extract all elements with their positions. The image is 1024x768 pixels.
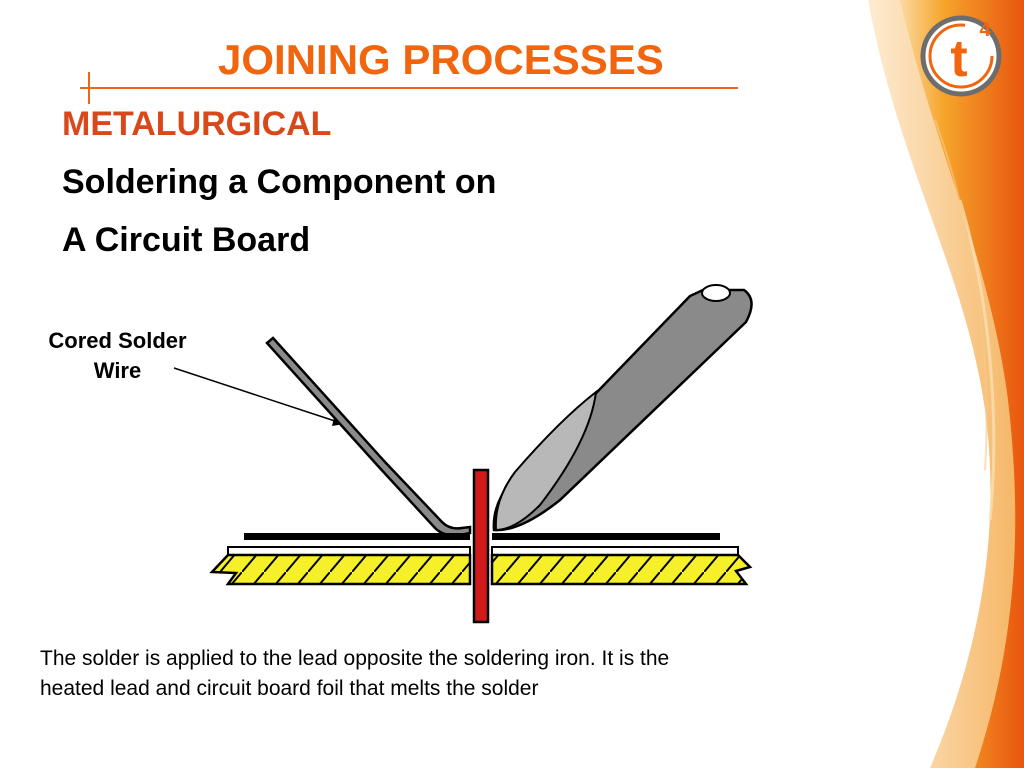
soldering-iron-end xyxy=(701,284,731,302)
heading-line-2: A Circuit Board xyxy=(62,221,311,259)
title-tick-mark xyxy=(88,72,90,104)
caption-line-1: The solder is applied to the lead opposi… xyxy=(40,647,670,670)
caption-line-2: heated lead and circuit board foil that … xyxy=(40,677,539,700)
page-title: JOINING PROCESSES xyxy=(218,36,664,83)
solder-wire-label: Cored Solder Wire xyxy=(30,326,205,386)
logo-letter: t xyxy=(950,30,967,88)
caption: The solder is applied to the lead opposi… xyxy=(40,644,840,704)
title-underline xyxy=(80,87,738,89)
component-lead xyxy=(472,468,490,624)
label-pointer-line xyxy=(173,367,345,425)
section-subtitle: METALURGICAL xyxy=(62,105,332,143)
foil-right xyxy=(492,533,720,540)
logo-superscript: 4 xyxy=(979,19,991,41)
board-hatched-right xyxy=(490,553,753,586)
solder-wire-label-line-1: Cored Solder xyxy=(48,328,187,353)
heading-line-1: Soldering a Component on xyxy=(62,163,497,201)
foil-left xyxy=(244,533,470,540)
cored-solder-wire xyxy=(265,336,472,537)
soldering-iron-tip-bevel xyxy=(494,389,598,532)
board-hatched-left xyxy=(209,553,472,586)
solder-wire-label-line-2: Wire xyxy=(93,358,142,383)
t4-logo: t 4 xyxy=(920,15,1002,97)
